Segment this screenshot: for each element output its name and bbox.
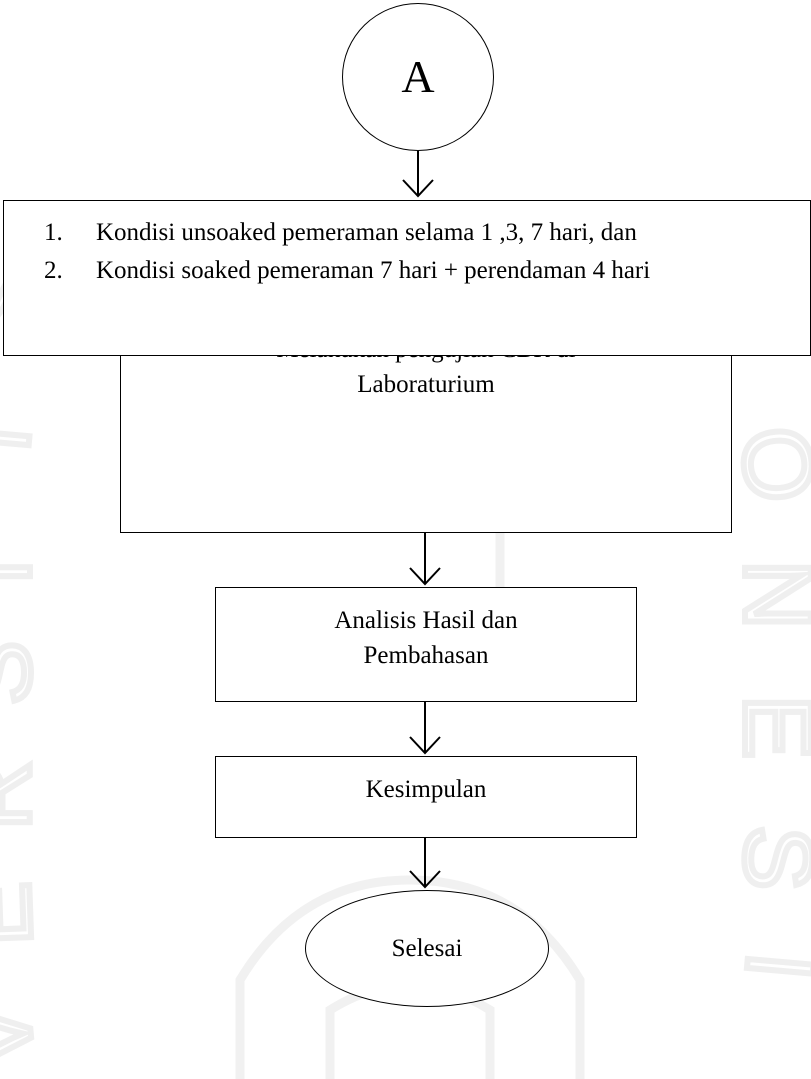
svg-text:E: E bbox=[724, 695, 811, 759]
analysis-label: Analisis Hasil dan Pembahasan bbox=[334, 607, 518, 669]
svg-text:S: S bbox=[0, 641, 51, 705]
condition-item: 1. Kondisi unsoaked pemeraman selama 1 ,3… bbox=[44, 214, 810, 252]
arrow-cbr-to-analysis bbox=[409, 533, 441, 586]
condition-number: 2. bbox=[44, 257, 63, 284]
arrow-a-to-conditions bbox=[402, 151, 434, 198]
condition-text: Kondisi unsoaked pemeraman selama 1 ,3, … bbox=[96, 219, 637, 246]
arrow-conclusion-to-end bbox=[409, 838, 441, 889]
end-terminal: Selesai bbox=[305, 890, 549, 1007]
conclusion-step: Kesimpulan bbox=[215, 756, 637, 838]
svg-text:S: S bbox=[723, 824, 811, 892]
svg-text:E: E bbox=[0, 880, 52, 948]
svg-text:R: R bbox=[0, 761, 51, 830]
conclusion-label: Kesimpulan bbox=[365, 776, 487, 803]
svg-text:T: T bbox=[0, 404, 53, 472]
end-label: Selesai bbox=[391, 935, 463, 962]
svg-text:I: I bbox=[0, 558, 51, 585]
condition-text: Kondisi soaked pemeraman 7 hari + perend… bbox=[96, 257, 651, 284]
svg-text:V: V bbox=[0, 999, 54, 1072]
test-conditions-step: 1. Kondisi unsoaked pemeraman selama 1 ,3… bbox=[3, 200, 811, 356]
connector-a-label: A bbox=[401, 51, 435, 102]
watermark-left-letters: S T I S R E V bbox=[0, 253, 67, 1075]
svg-text:N: N bbox=[724, 560, 811, 629]
svg-text:I: I bbox=[725, 948, 811, 984]
condition-item: 2. Kondisi soaked pemeraman 7 hari + pere… bbox=[44, 252, 810, 290]
condition-number: 1. bbox=[44, 219, 63, 246]
connector-a-node: A bbox=[342, 3, 494, 151]
conditions-list: 1. Kondisi unsoaked pemeraman selama 1 ,3… bbox=[44, 214, 810, 290]
arrow-analysis-to-conclusion bbox=[409, 702, 441, 755]
svg-text:O: O bbox=[721, 423, 811, 507]
analysis-step: Analisis Hasil dan Pembahasan bbox=[215, 587, 637, 702]
